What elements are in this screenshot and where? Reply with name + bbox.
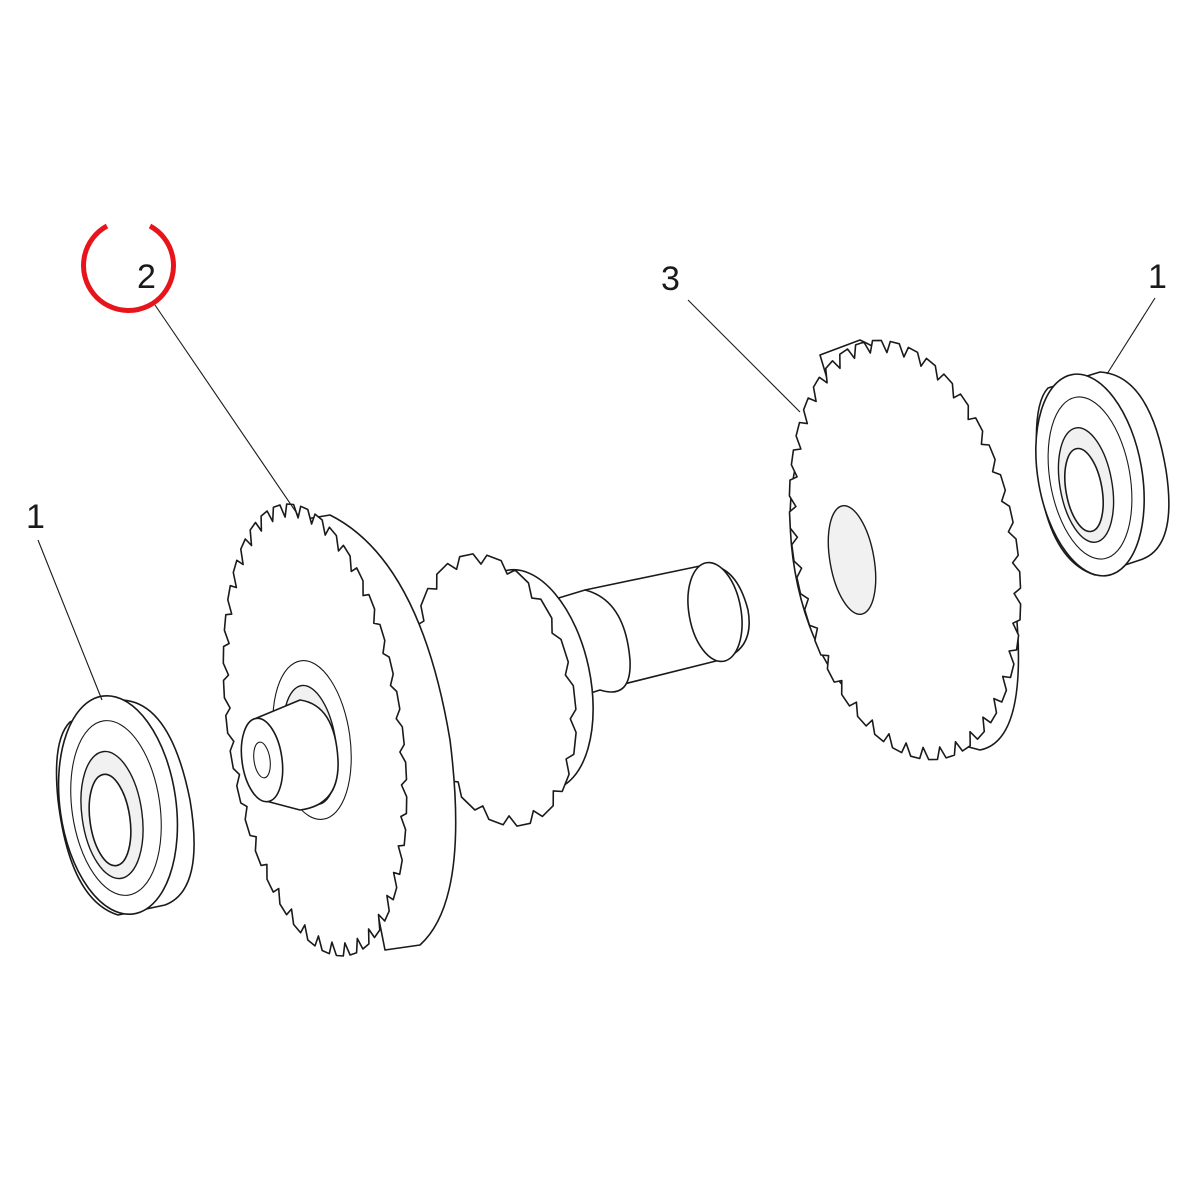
- gear-teeth: [788, 339, 1022, 761]
- small-spur-gear: [413, 553, 594, 827]
- leader-line-gear-2: [154, 304, 299, 516]
- highlight-circle: [81, 223, 176, 313]
- callout-1-left: 1: [26, 498, 45, 536]
- gear-shaft-assembly[interactable]: [204, 503, 750, 957]
- gear-3[interactable]: [767, 335, 1043, 765]
- callout-1-right: 1: [1148, 258, 1167, 296]
- callout-2: 2: [137, 258, 156, 296]
- leader-line-gear-3: [687, 299, 801, 413]
- bearing-right[interactable]: [1021, 366, 1170, 585]
- callout-3: 3: [661, 260, 680, 298]
- leader-line-bearing-right: [1106, 297, 1156, 375]
- bearing-left[interactable]: [45, 688, 195, 922]
- leader-line-bearing-left: [37, 539, 103, 701]
